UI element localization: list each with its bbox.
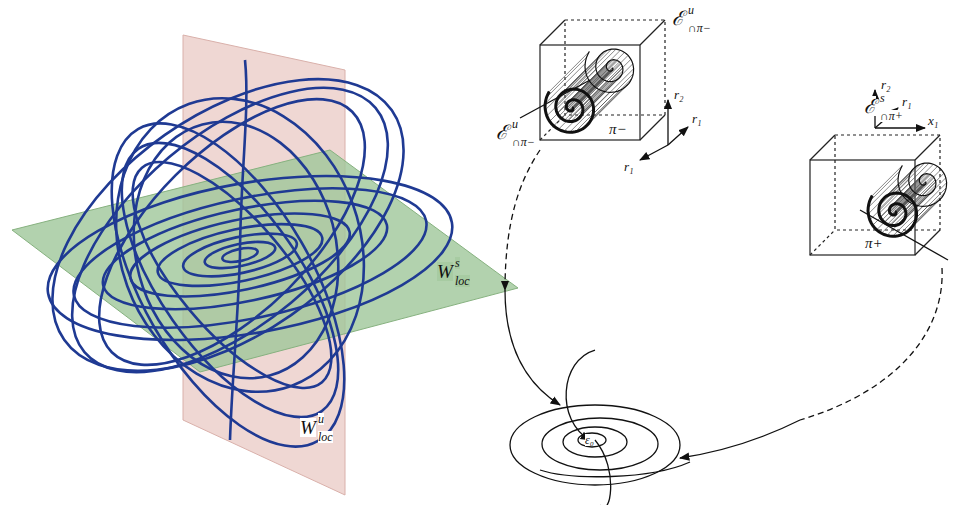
scroll-hatch xyxy=(545,64,585,104)
scroll-hatch xyxy=(873,195,903,225)
spiral-curve xyxy=(868,193,917,236)
scroll-hatch xyxy=(584,52,624,92)
section-name: π− xyxy=(609,121,627,137)
math-label: ℰ xyxy=(864,96,876,116)
scroll-hatch xyxy=(591,59,631,99)
axes xyxy=(520,80,948,260)
flow-curves xyxy=(505,150,942,505)
scroll-hatch xyxy=(903,164,933,194)
math-label: r₁ xyxy=(624,160,634,173)
math-label: loc xyxy=(318,431,333,443)
math-label: x₁ xyxy=(928,114,938,127)
spiral-scroll xyxy=(868,163,947,236)
math-label: r₂ xyxy=(674,88,684,101)
math-label: loc xyxy=(455,275,470,287)
math-label: ∩π− xyxy=(688,22,711,34)
math-label: r₁ xyxy=(902,95,912,108)
math-label: u xyxy=(688,4,694,16)
math-label: W xyxy=(437,262,453,281)
spiral-scroll xyxy=(545,49,634,132)
section-box: π+ xyxy=(862,232,892,254)
spiral-curve xyxy=(585,49,634,92)
math-label: r₂ xyxy=(881,78,891,91)
scroll-hatch xyxy=(549,52,589,92)
math-label: u xyxy=(512,118,518,130)
math-label: ℰ xyxy=(496,122,508,142)
scroll-hatch xyxy=(881,203,911,233)
spiral-curve xyxy=(898,163,947,206)
section-cube xyxy=(540,20,665,140)
trajectory-loops xyxy=(1,20,465,483)
scroll-hatch xyxy=(914,173,944,203)
math-label: s xyxy=(455,257,460,269)
scroll-hatch xyxy=(890,164,920,194)
math-label: ∩π+ xyxy=(880,110,903,122)
section-name: π+ xyxy=(865,235,883,251)
stable-plane xyxy=(12,150,518,372)
spiral-curve xyxy=(545,89,594,132)
math-label: ℰ xyxy=(672,8,684,28)
math-label: W xyxy=(300,418,316,437)
math-label: ε₀ xyxy=(585,434,594,446)
math-label: s xyxy=(880,92,885,104)
math-label: ∩π− xyxy=(512,136,535,148)
math-label: r₁ xyxy=(692,112,702,125)
math-label: u xyxy=(318,413,324,425)
section-box: π− xyxy=(606,118,636,140)
